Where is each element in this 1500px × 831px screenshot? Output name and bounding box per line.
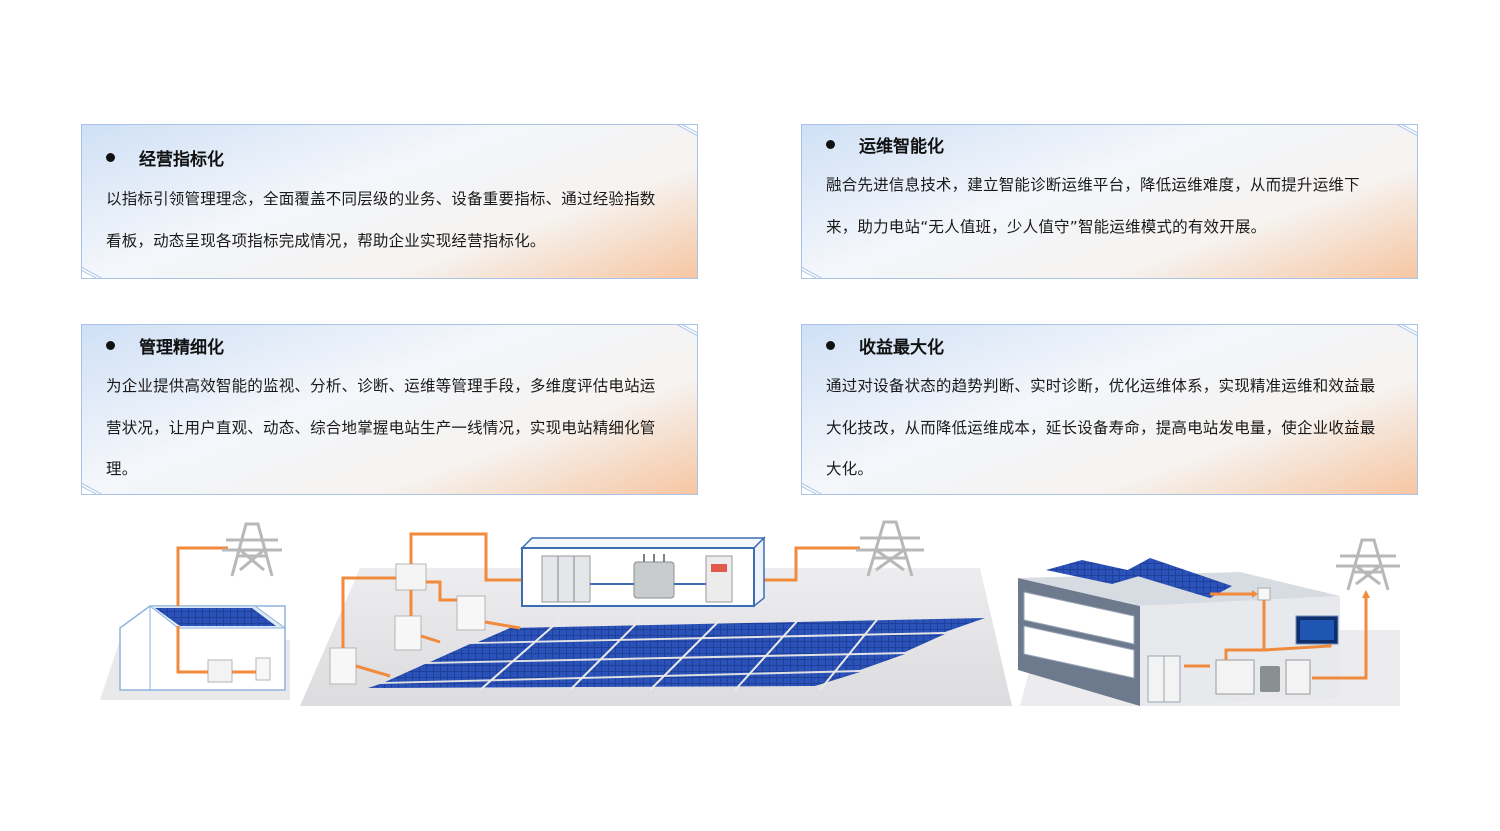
commercial-building [1018, 558, 1340, 706]
bullet-icon [826, 140, 835, 149]
corner-notch-icon [1396, 325, 1417, 336]
card-body: 融合先进信息技术，建立智能诊断运维平台，降低运维难度，从而提升运维下来，助力电站… [826, 176, 1360, 236]
card-title-text: 运维智能化 [859, 137, 944, 157]
combiner-box-icon [395, 563, 427, 591]
transmission-tower-icon [1336, 538, 1400, 591]
rooftop-solar-panel [155, 608, 276, 626]
card-title: 管理精细化 [106, 333, 224, 358]
transmission-tower-icon [222, 522, 282, 577]
inverter-icon [329, 647, 357, 685]
inverter-icon [255, 657, 271, 681]
combiner-box-icon [207, 659, 233, 683]
inverter-icon [394, 615, 422, 651]
transformer-icon [1260, 666, 1280, 692]
rooftop-solar-panel [1046, 560, 1146, 584]
card-title-text: 收益最大化 [859, 338, 944, 358]
inverter-icon [456, 595, 486, 631]
residential-house [119, 546, 287, 691]
corner-notch-icon [82, 267, 103, 278]
bullet-icon [106, 341, 115, 350]
feature-card-operation-indicators: 经营指标化 以指标引领管理理念，全面覆盖不同层级的业务、设备重要指标、通过经验指… [81, 124, 698, 279]
inverter-icon [1257, 587, 1271, 601]
card-title: 运维智能化 [826, 132, 944, 157]
switchgear-cabinet-icon [541, 555, 591, 603]
card-title: 收益最大化 [826, 333, 944, 358]
pv-station-illustration [100, 520, 1400, 706]
control-cabinet-icon [705, 555, 733, 603]
corner-notch-icon [676, 125, 697, 136]
card-body: 通过对设备状态的趋势判断、实时诊断，优化运维体系，实现精准运维和效益最大化技改，… [826, 377, 1376, 478]
card-title-text: 经营指标化 [139, 150, 224, 170]
card-title-text: 管理精细化 [139, 338, 224, 358]
card-body: 以指标引领管理理念，全面覆盖不同层级的业务、设备重要指标、通过经验指数看板，动态… [106, 190, 656, 250]
corner-notch-icon [1396, 125, 1417, 136]
transmission-tower-icon [856, 520, 924, 577]
power-wiring [1184, 592, 1368, 680]
corner-notch-icon [676, 325, 697, 336]
control-cabinet-icon [1285, 659, 1311, 695]
feature-card-refined-management: 管理精细化 为企业提供高效智能的监视、分析、诊断、运维等管理手段，多维度评估电站… [81, 324, 698, 495]
transformer-icon [633, 561, 675, 599]
power-wiring [341, 532, 860, 678]
feature-card-revenue-maximization: 收益最大化 通过对设备状态的趋势判断、实时诊断，优化运维体系，实现精准运维和效益… [801, 324, 1418, 495]
card-body: 为企业提供高效智能的监视、分析、诊断、运维等管理手段，多维度评估电站运营状况，让… [106, 377, 656, 478]
corner-notch-icon [802, 267, 823, 278]
feature-card-intelligent-maintenance: 运维智能化 融合先进信息技术，建立智能诊断运维平台，降低运维难度，从而提升运维下… [801, 124, 1418, 279]
substation-container [520, 536, 766, 608]
rooftop-solar-panel [1124, 558, 1232, 598]
bullet-icon [826, 341, 835, 350]
bullet-icon [106, 153, 115, 162]
card-title: 经营指标化 [106, 145, 224, 170]
corner-notch-icon [82, 483, 103, 494]
switchgear-cabinet-icon [1215, 659, 1255, 695]
corner-notch-icon [802, 483, 823, 494]
ground-solar-array [368, 615, 985, 691]
